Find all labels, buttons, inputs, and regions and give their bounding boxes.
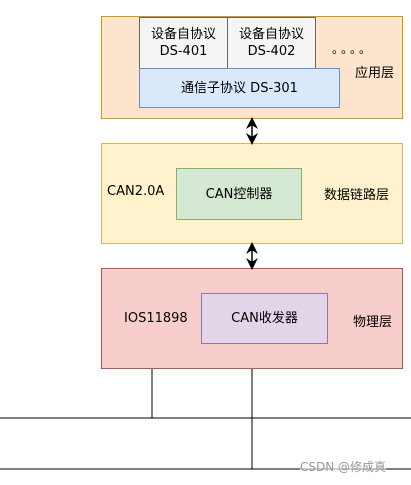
ds402-title: 设备自协议 <box>238 27 304 42</box>
physical-layer-label: 物理层 <box>353 315 393 330</box>
ds401-code: DS-401 <box>159 44 208 59</box>
application-layer-label: 应用层 <box>355 66 395 81</box>
watermark: CSDN @修成真 <box>300 458 387 475</box>
ds402-code: DS-402 <box>247 44 296 59</box>
physical-layer <box>101 268 403 369</box>
can-transceiver-label: CAN收发器 <box>231 311 298 326</box>
can-controller-label: CAN控制器 <box>205 186 273 202</box>
more-dots: 。。。。 <box>332 42 375 56</box>
ds401-title: 设备自协议 <box>150 27 216 42</box>
device-profile-ds402-box: 设备自协议 DS-402 <box>227 17 316 69</box>
ds301-label: 通信子协议 DS-301 <box>181 80 298 96</box>
can-transceiver-box: CAN收发器 <box>201 293 328 344</box>
can-controller-box: CAN控制器 <box>176 168 302 220</box>
ios11898-label: IOS11898 <box>124 311 188 326</box>
datalink-layer-label: 数据链路层 <box>324 188 390 203</box>
device-profile-ds401-box: 设备自协议 DS-401 <box>139 17 228 69</box>
communication-profile-ds301-box: 通信子协议 DS-301 <box>139 68 340 108</box>
can20a-label: CAN2.0A <box>107 184 165 199</box>
